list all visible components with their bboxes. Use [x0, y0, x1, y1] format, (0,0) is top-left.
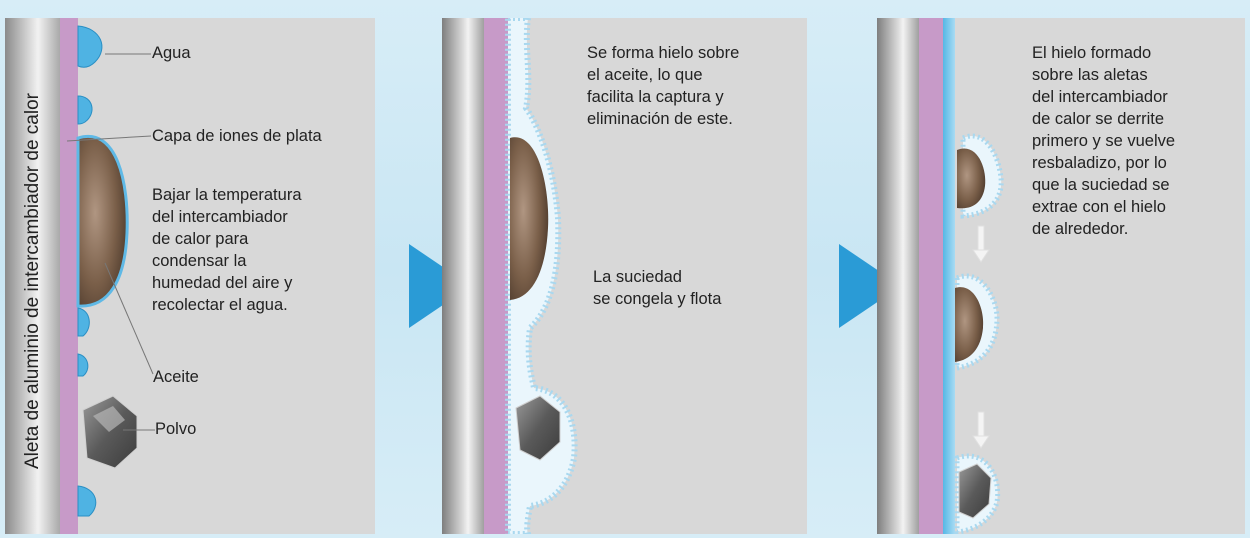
falling-arrows: [972, 225, 990, 449]
silver-ion-layer: [484, 18, 508, 534]
panel3-illustration: [954, 133, 1004, 534]
dust-label: Polvo: [155, 420, 197, 438]
water-droplets: [77, 25, 103, 517]
oil-chunk: [957, 148, 986, 209]
panel1-illustration: [66, 25, 155, 517]
oil-blob: [510, 137, 549, 300]
fin-axis-label: Aleta de aluminio de intercambiador de c…: [22, 93, 43, 469]
panel-removal: El hielo formado sobre las aletas del in…: [877, 18, 1245, 534]
panel-condensation: Aleta de aluminio de intercambiador de c…: [5, 18, 375, 534]
dirt-freezes-text: La suciedad se congela y flota: [593, 268, 722, 308]
oil-chunk: [955, 287, 984, 362]
ice-melts-text: El hielo formado sobre las aletas del in…: [1032, 44, 1176, 238]
dust-particle: [82, 395, 138, 469]
silver-ion-layer: [60, 18, 78, 534]
dust-particle: [515, 395, 561, 461]
oil-blob: [76, 134, 129, 308]
aluminum-fin: [877, 18, 919, 534]
silver-ion-layer: [919, 18, 943, 534]
aluminum-fin: [442, 18, 484, 534]
condensation-description: Bajar la temperatura del intercambiador …: [152, 186, 302, 314]
silver-ion-label: Capa de iones de plata: [152, 127, 322, 145]
water-label: Agua: [152, 44, 191, 62]
aluminum-fin: [5, 18, 60, 534]
meltwater-film: [943, 18, 955, 534]
oil-label: Aceite: [153, 368, 199, 386]
panel-freezing: Se forma hielo sobre el aceite, lo que f…: [442, 18, 807, 534]
ice-forms-text: Se forma hielo sobre el aceite, lo que f…: [587, 44, 740, 128]
dust-particle: [958, 463, 992, 519]
panel2-illustration: [505, 18, 578, 534]
